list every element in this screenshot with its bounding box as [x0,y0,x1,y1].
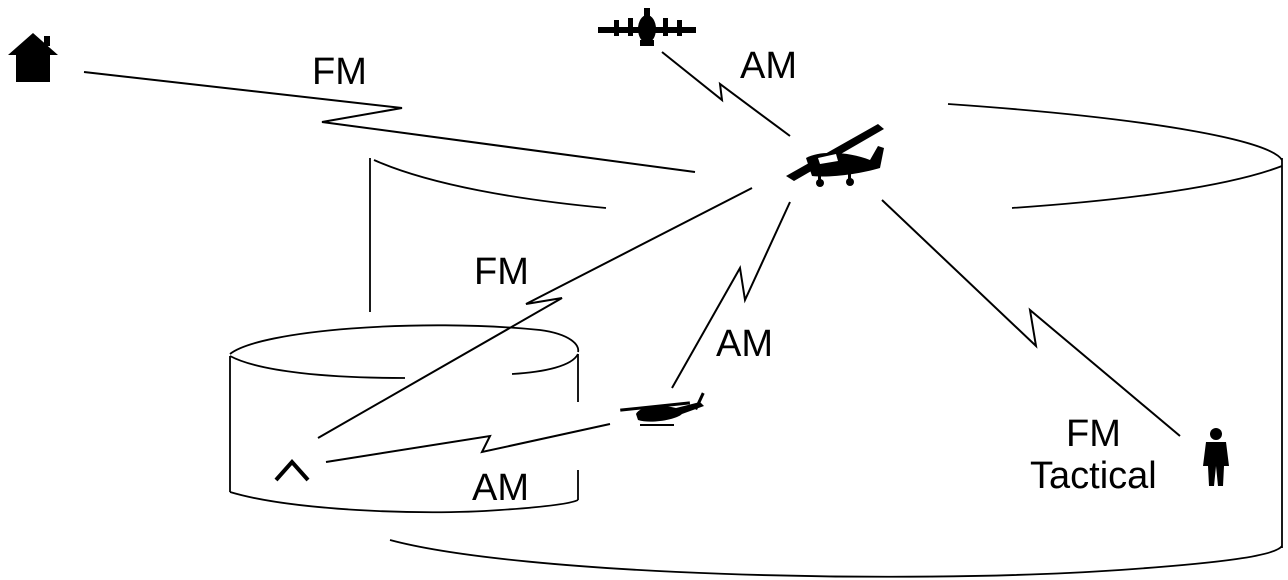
small-cylinder-top-back [229,324,580,355]
small-cylinder-top-front-right [511,353,579,375]
link-house-to-plane-fm [83,71,696,173]
link-patrol-aircraft-to-plane-am [661,51,791,137]
link-plane-to-helicopter-am [671,201,791,389]
large-cylinder-top-rim-inner [1011,165,1283,209]
large-cylinder-top-rim-left [373,159,607,209]
tent-icon [274,458,310,482]
helicopter-icon [620,392,705,426]
fm-label-middle: FM [474,251,529,293]
fm-label-top: FM [312,51,367,93]
large-cylinder-top-rim-right [947,103,1283,161]
fm-tactical-label-line1: FM [1066,413,1121,455]
link-plane-to-tent-fm [317,187,753,439]
small-base-cylinder [229,324,580,514]
small-cylinder-bottom-rim [229,491,579,514]
am-label-middle: AM [716,323,773,365]
four-engine-aircraft-icon [598,8,696,46]
small-cylinder-top-front-left [229,355,406,379]
fm-tactical-label-line2: Tactical [1030,455,1157,497]
soldier-icon [1203,428,1229,486]
am-label-top: AM [740,45,797,87]
house-icon [8,33,58,82]
large-cylinder-bottom-rim [389,539,1283,578]
high-wing-airplane-icon [786,124,884,187]
am-label-bottom: AM [472,467,529,509]
link-tent-to-helicopter-am [325,423,611,463]
large-area-cylinder [369,103,1283,578]
link-plane-to-soldier-fm [881,199,1181,437]
radio-links [83,51,1181,463]
